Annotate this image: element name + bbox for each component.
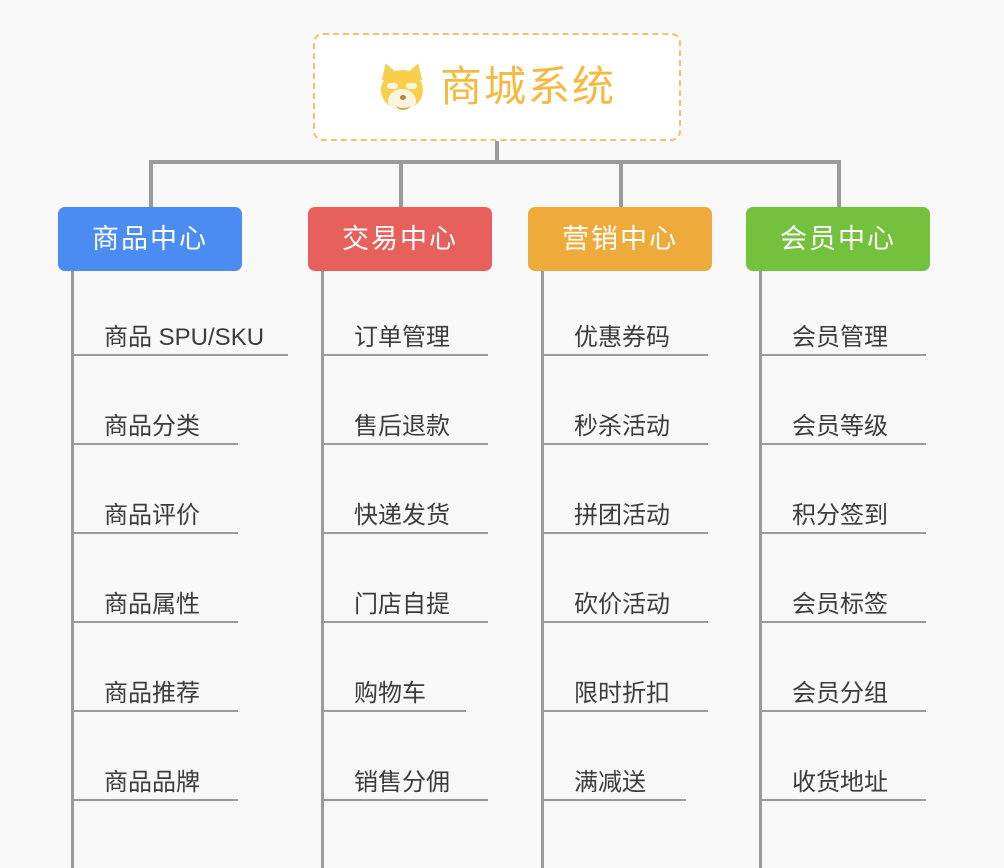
leaf-item[interactable]: 商品 SPU/SKU — [71, 310, 288, 356]
leaf-label: 满减送 — [574, 769, 646, 797]
leaf-item[interactable]: 积分签到 — [759, 488, 926, 534]
connector-drop-4 — [837, 160, 841, 207]
leaf-item[interactable]: 会员分组 — [759, 666, 926, 712]
leaf-label: 会员标签 — [792, 591, 888, 619]
leaf-item[interactable]: 销售分佣 — [321, 755, 488, 801]
leaf-item[interactable]: 会员管理 — [759, 310, 926, 356]
leaf-item[interactable]: 会员等级 — [759, 399, 926, 445]
leaf-item[interactable]: 商品评价 — [71, 488, 238, 534]
branch-trunk-4 — [759, 271, 762, 868]
leaf-item[interactable]: 商品分类 — [71, 399, 238, 445]
category-label-4: 会员中心 — [780, 223, 896, 254]
root-title: 商城系统 — [439, 63, 616, 110]
leaf-item[interactable]: 限时折扣 — [541, 666, 708, 712]
connector-drop-1 — [149, 160, 153, 207]
connector-horizontal-bus — [149, 160, 841, 164]
leaf-label: 拼团活动 — [574, 502, 670, 530]
leaf-item[interactable]: 拼团活动 — [541, 488, 708, 534]
leaf-label: 收货地址 — [792, 769, 888, 797]
leaf-item[interactable]: 优惠券码 — [541, 310, 708, 356]
mindmap-canvas: 商城系统 商品中心 商品 SPU/SKU 商品分类 商品评价 商品属性 商品推荐… — [58, 33, 930, 868]
leaf-label: 砍价活动 — [574, 591, 670, 619]
leaf-item[interactable]: 购物车 — [321, 666, 466, 712]
branch-trunk-1 — [71, 271, 74, 868]
shiba-dog-face-icon — [377, 60, 427, 111]
leaf-label: 限时折扣 — [574, 680, 670, 708]
leaf-item[interactable]: 商品推荐 — [71, 666, 238, 712]
leaf-label: 积分签到 — [792, 502, 888, 530]
shiba-nose — [399, 95, 406, 100]
leaf-label: 售后退款 — [354, 413, 450, 441]
leaf-label: 购物车 — [354, 680, 426, 708]
category-header-4[interactable]: 会员中心 — [746, 207, 930, 271]
connector-drop-3 — [619, 160, 623, 207]
leaf-item[interactable]: 商品属性 — [71, 577, 238, 623]
leaf-label: 快递发货 — [354, 502, 450, 530]
leaf-label: 商品属性 — [104, 591, 200, 619]
leaf-label: 门店自提 — [354, 591, 450, 619]
branch-trunk-2 — [321, 271, 324, 868]
leaf-label: 商品推荐 — [104, 680, 200, 708]
category-header-3[interactable]: 营销中心 — [528, 207, 712, 271]
leaf-item[interactable]: 售后退款 — [321, 399, 488, 445]
leaf-label: 会员管理 — [792, 324, 888, 352]
leaf-item[interactable]: 收货地址 — [759, 755, 926, 801]
connector-drop-2 — [399, 160, 403, 207]
category-label-2: 交易中心 — [342, 223, 458, 254]
leaf-label: 会员等级 — [792, 413, 888, 441]
leaf-item[interactable]: 快递发货 — [321, 488, 488, 534]
category-label-1: 商品中心 — [92, 223, 208, 254]
category-header-2[interactable]: 交易中心 — [308, 207, 492, 271]
shiba-mouth — [395, 100, 410, 110]
leaf-label: 商品分类 — [104, 413, 200, 441]
leaf-item[interactable]: 商品品牌 — [71, 755, 238, 801]
shiba-head — [380, 70, 423, 110]
leaf-label: 订单管理 — [354, 324, 450, 352]
leaf-label: 商品品牌 — [104, 769, 200, 797]
category-label-3: 营销中心 — [562, 223, 678, 254]
branch-trunk-3 — [541, 271, 544, 868]
category-header-1[interactable]: 商品中心 — [58, 207, 242, 271]
leaf-label: 商品评价 — [104, 502, 200, 530]
leaf-item[interactable]: 订单管理 — [321, 310, 488, 356]
leaf-label: 秒杀活动 — [574, 413, 670, 441]
leaf-item[interactable]: 秒杀活动 — [541, 399, 708, 445]
connector-root-stem — [495, 141, 499, 164]
root-node[interactable]: 商城系统 — [313, 33, 681, 141]
leaf-label: 优惠券码 — [574, 324, 670, 352]
leaf-label: 会员分组 — [792, 680, 888, 708]
shiba-eye-right — [405, 83, 417, 89]
leaf-label: 商品 SPU/SKU — [104, 324, 265, 352]
leaf-item[interactable]: 砍价活动 — [541, 577, 708, 623]
leaf-item[interactable]: 满减送 — [541, 755, 686, 801]
leaf-item[interactable]: 门店自提 — [321, 577, 488, 623]
leaf-label: 销售分佣 — [354, 769, 450, 797]
shiba-eye-left — [386, 83, 398, 89]
leaf-item[interactable]: 会员标签 — [759, 577, 926, 623]
